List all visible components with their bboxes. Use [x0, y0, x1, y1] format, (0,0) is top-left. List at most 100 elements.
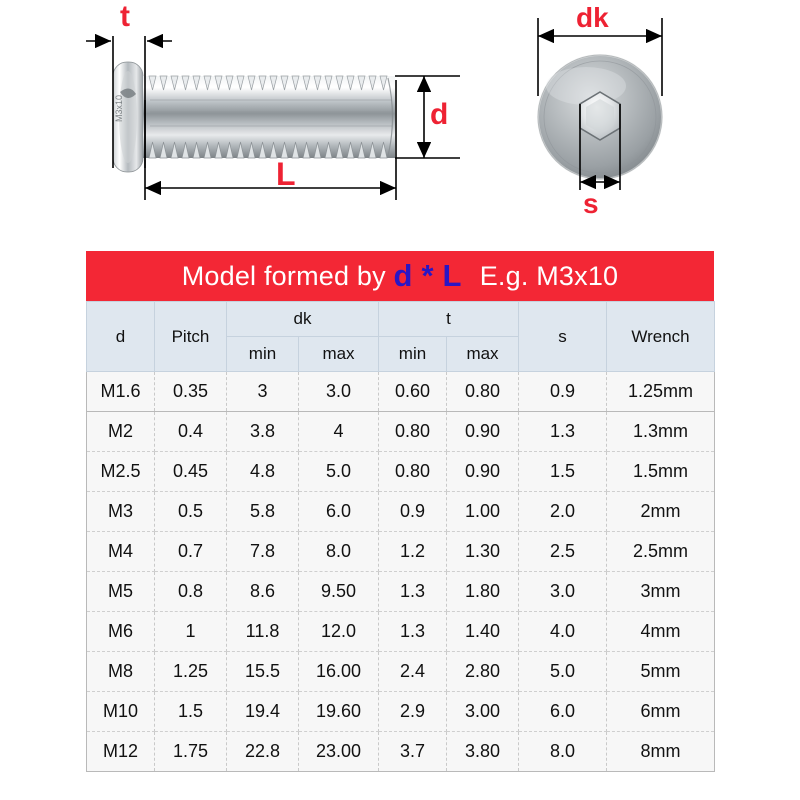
header-pitch: Pitch — [154, 301, 227, 372]
banner-d-symbol: d — [393, 258, 413, 293]
dimension-label-dk: dk — [576, 2, 609, 33]
cell-pitch: 1 — [154, 611, 227, 652]
cell-dk-max: 12.0 — [298, 611, 379, 652]
cell-dk-min: 7.8 — [226, 531, 299, 572]
cell-t-min: 1.3 — [378, 611, 447, 652]
screw-diagram-svg: M3x10 — [86, 18, 663, 200]
cell-d: M12 — [86, 731, 155, 772]
cell-wrench: 1.25mm — [606, 371, 716, 412]
cell-dk-min: 22.8 — [226, 731, 299, 772]
cell-dk-min: 11.8 — [226, 611, 299, 652]
cell-dk-max: 4 — [298, 411, 379, 452]
header-d: d — [86, 301, 155, 372]
cell-t-min: 1.3 — [378, 571, 447, 612]
cell-dk-min: 3.8 — [226, 411, 299, 452]
cell-t-min: 2.9 — [378, 691, 447, 732]
cell-t-min: 3.7 — [378, 731, 447, 772]
dimension-label-s: s — [583, 188, 599, 219]
cell-s: 6.0 — [518, 691, 608, 732]
cell-dk-max: 19.60 — [298, 691, 379, 732]
cell-pitch: 0.35 — [154, 371, 227, 412]
top-view-screw-head — [537, 54, 663, 180]
cell-s: 2.5 — [518, 531, 608, 572]
header-wrench: Wrench — [606, 301, 716, 372]
cell-d: M8 — [86, 651, 155, 692]
cell-d: M3 — [86, 491, 155, 532]
cell-t-min: 0.60 — [378, 371, 447, 412]
dimension-s — [579, 104, 621, 190]
cell-dk-max: 9.50 — [298, 571, 379, 612]
banner-L-symbol: L — [442, 258, 462, 293]
cell-wrench: 8mm — [606, 731, 716, 772]
header-dk-max: max — [298, 336, 379, 372]
cell-t-max: 3.00 — [445, 691, 520, 732]
header-t: t — [377, 301, 520, 337]
header-dk-min: min — [226, 336, 299, 372]
cell-dk-min: 5.8 — [226, 491, 299, 532]
cell-t-min: 1.2 — [378, 531, 447, 572]
cell-pitch: 0.8 — [154, 571, 227, 612]
cell-wrench: 1.3mm — [606, 411, 716, 452]
cell-dk-min: 15.5 — [226, 651, 299, 692]
cell-s: 4.0 — [518, 611, 608, 652]
cell-dk-min: 8.6 — [226, 571, 299, 612]
cell-t-max: 1.30 — [445, 531, 520, 572]
header-s: s — [518, 301, 608, 372]
banner-star-symbol: * — [412, 258, 443, 293]
table-header-row-bottom: min max min max — [87, 336, 715, 372]
cell-t-max: 1.80 — [445, 571, 520, 612]
cell-wrench: 2mm — [606, 491, 716, 532]
cell-pitch: 1.5 — [154, 691, 227, 732]
cell-d: M4 — [86, 531, 155, 572]
cell-d: M1.6 — [86, 371, 155, 412]
cell-dk-max: 6.0 — [298, 491, 379, 532]
cell-wrench: 4mm — [606, 611, 716, 652]
cell-d: M5 — [86, 571, 155, 612]
dimension-label-d: d — [430, 98, 449, 131]
cell-dk-max: 5.0 — [298, 451, 379, 492]
cell-d: M2 — [86, 411, 155, 452]
cell-dk-min: 4.8 — [226, 451, 299, 492]
side-view-screw: M3x10 — [112, 61, 395, 173]
cell-d: M6 — [86, 611, 155, 652]
svg-text:M3x10: M3x10 — [114, 95, 124, 122]
cell-t-min: 0.80 — [378, 411, 447, 452]
dimension-L — [144, 80, 397, 200]
cell-wrench: 1.5mm — [606, 451, 716, 492]
cell-d: M10 — [86, 691, 155, 732]
cell-dk-max: 23.00 — [298, 731, 379, 772]
cell-pitch: 0.7 — [154, 531, 227, 572]
cell-dk-max: 3.0 — [298, 371, 379, 412]
cell-pitch: 0.45 — [154, 451, 227, 492]
cell-t-max: 0.90 — [445, 411, 520, 452]
dimension-label-t: t — [120, 0, 130, 33]
cell-t-max: 0.90 — [445, 451, 520, 492]
cell-s: 3.0 — [518, 571, 608, 612]
diagram-area: M3x10 — [0, 0, 800, 240]
cell-pitch: 0.4 — [154, 411, 227, 452]
cell-t-max: 0.80 — [445, 371, 520, 412]
cell-pitch: 1.75 — [154, 731, 227, 772]
cell-pitch: 1.25 — [154, 651, 227, 692]
cell-wrench: 3mm — [606, 571, 716, 612]
header-dk: dk — [226, 301, 379, 337]
cell-s: 8.0 — [518, 731, 608, 772]
header-t-max: max — [445, 336, 520, 372]
cell-s: 5.0 — [518, 651, 608, 692]
cell-d: M2.5 — [86, 451, 155, 492]
cell-t-max: 2.80 — [445, 651, 520, 692]
cell-dk-max: 8.0 — [298, 531, 379, 572]
cell-dk-min: 19.4 — [226, 691, 299, 732]
dimension-dk — [537, 18, 663, 96]
cell-dk-min: 3 — [226, 371, 299, 412]
